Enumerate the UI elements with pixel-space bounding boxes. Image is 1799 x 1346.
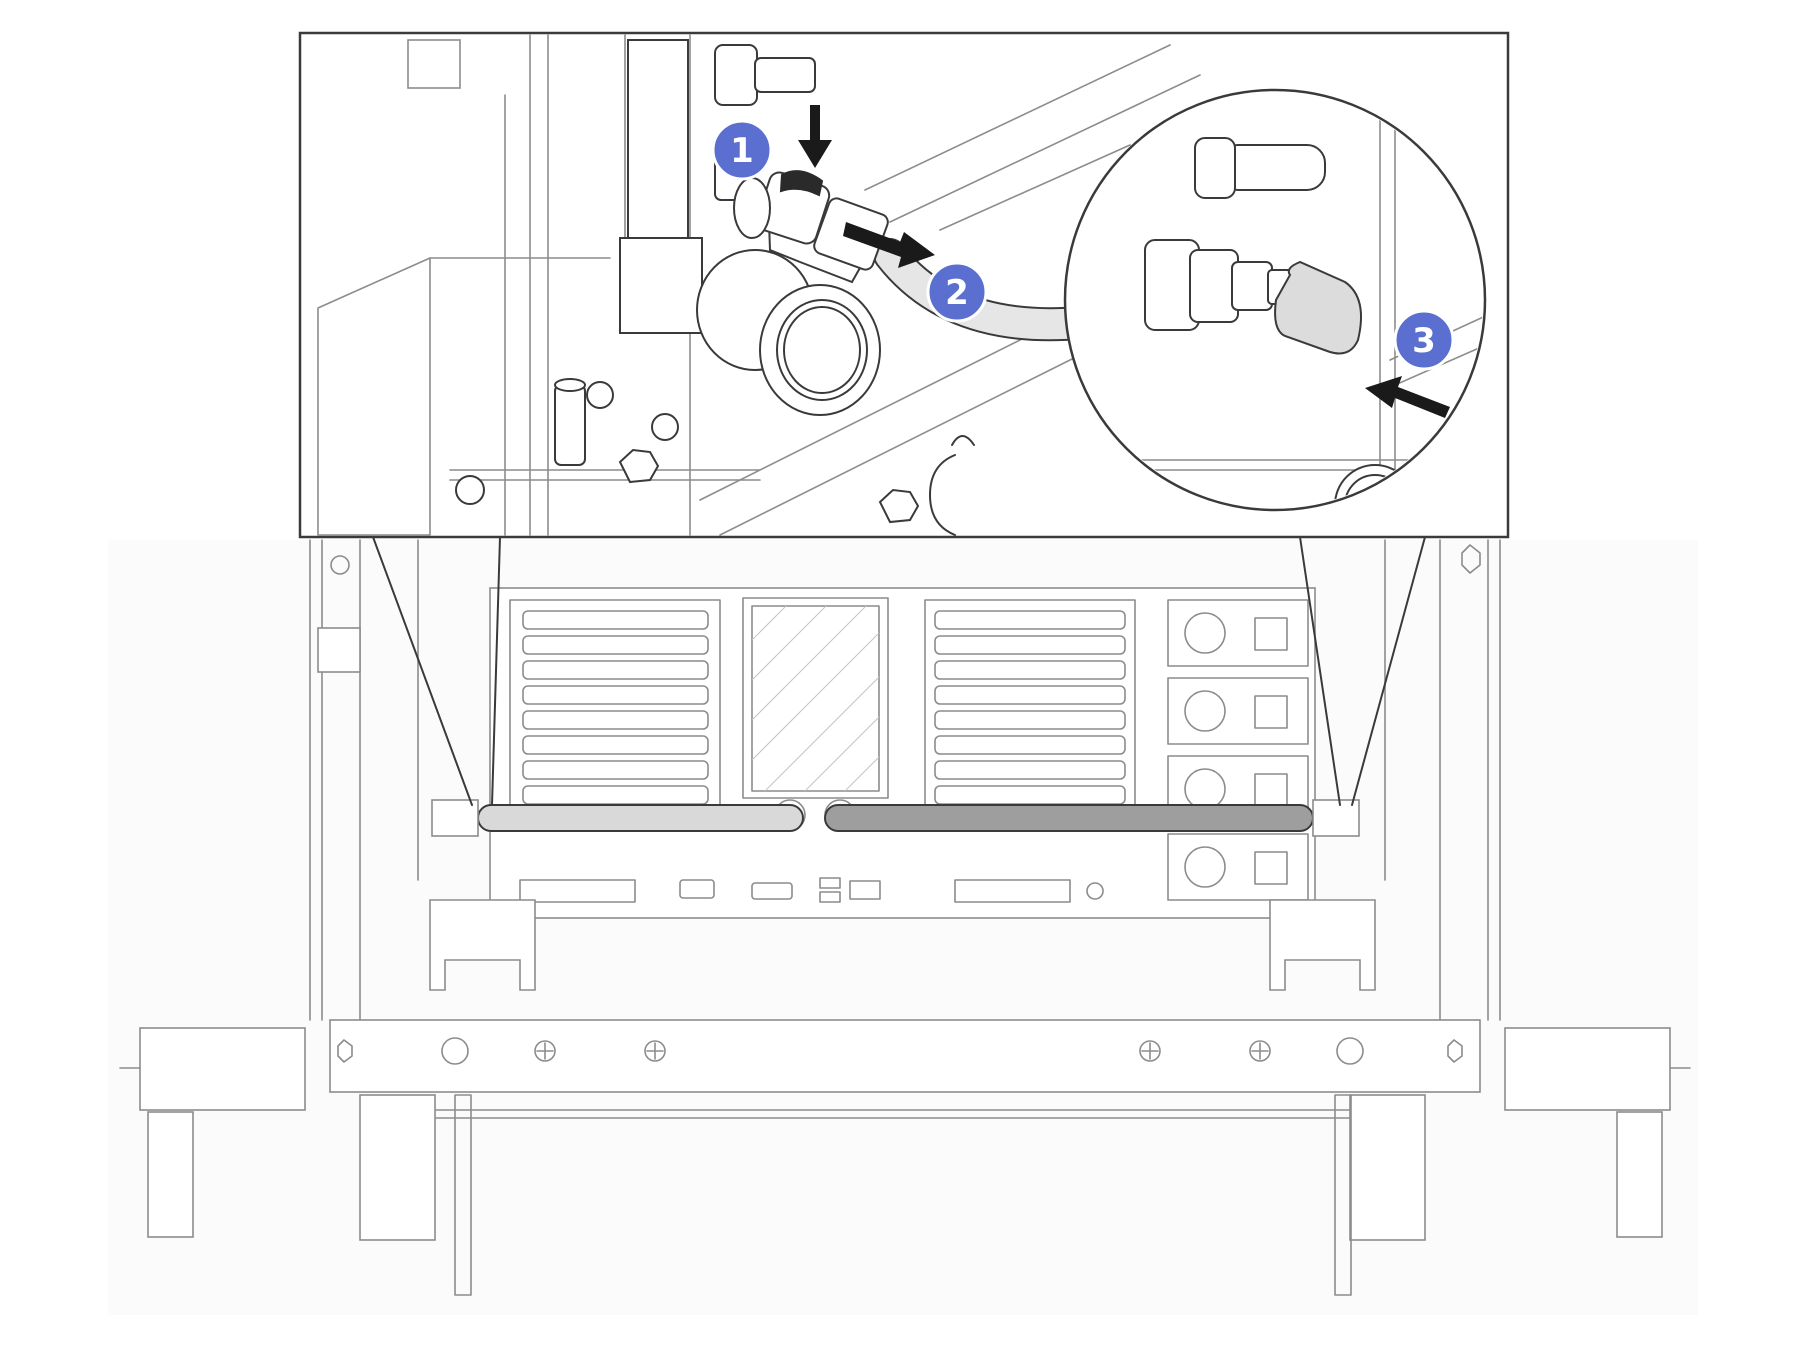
server-chassis [489, 587, 1316, 919]
io-ports-row [519, 877, 1104, 903]
down-arrow-icon [798, 105, 832, 168]
zoom-connector-lines [372, 536, 1426, 806]
return-hose [824, 804, 1314, 832]
supply-hose [477, 804, 804, 832]
left-drive-bays [509, 599, 721, 816]
step-1-number: 1 [730, 131, 754, 171]
right-arrow-icon [843, 222, 935, 268]
step-2-callout: 2 [926, 261, 988, 323]
cart-base [329, 899, 1481, 1119]
right-foot [1334, 1027, 1691, 1296]
detail-callout-box [298, 31, 1510, 539]
left-upright [309, 539, 419, 1021]
left-foot [119, 1027, 472, 1296]
manifold-hoses [431, 799, 1360, 837]
zoom-magnifier-circle [1063, 88, 1487, 512]
step-3-callout: 3 [1393, 309, 1455, 371]
right-drive-bays [924, 599, 1136, 816]
step-1-callout: 1 [711, 119, 773, 181]
push-arrow-icon [1365, 376, 1450, 418]
right-upright [1384, 539, 1501, 1021]
rack-cart-lower-view [108, 539, 1698, 1315]
hose-end-cap [1274, 260, 1362, 355]
step-2-number: 2 [945, 273, 969, 313]
manifold-detail [455, 39, 975, 536]
step-3-number: 3 [1412, 321, 1436, 361]
